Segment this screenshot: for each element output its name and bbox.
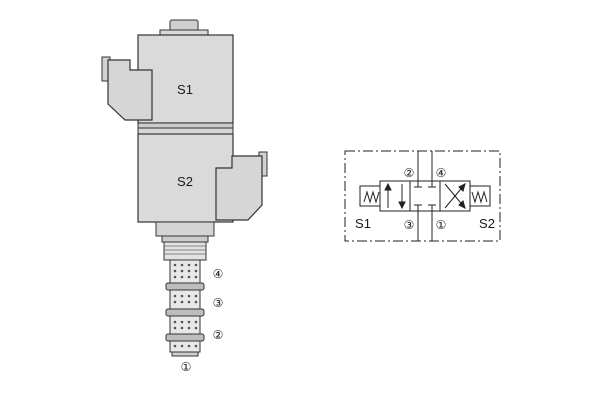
port-2-holes — [173, 320, 198, 330]
symbol-frame — [344, 150, 501, 242]
symbol-port-1-label: ① — [436, 218, 447, 232]
valve-illustration: S1 S2 — [101, 19, 268, 374]
spring-left — [363, 190, 380, 204]
seal-ring-1 — [165, 282, 205, 291]
coil-s1-label: S1 — [177, 82, 193, 97]
symbol-port-4-label: ④ — [436, 166, 447, 180]
port-1-holes — [173, 344, 198, 348]
coil-s1: S1 — [101, 34, 234, 124]
seal-ring-3 — [165, 333, 205, 342]
symbol-s2-label: S2 — [479, 216, 495, 231]
thread-section — [163, 241, 207, 261]
port-3-holes — [173, 294, 198, 304]
envelope-center — [409, 180, 441, 212]
symbol-s1-label: S1 — [355, 216, 371, 231]
symbol-port-2-label: ② — [404, 166, 415, 180]
separator-ring-2 — [137, 127, 234, 135]
cartridge-port-2-label: ② — [213, 328, 224, 342]
cartridge-port-4-label: ④ — [213, 267, 224, 281]
cartridge-port-3-label: ③ — [213, 296, 224, 310]
envelope-left — [379, 180, 411, 212]
thread-lines — [164, 245, 206, 255]
cartridge-body — [165, 259, 205, 357]
separator-ring-1 — [137, 122, 234, 129]
left-arrowhead-up — [384, 182, 392, 191]
symbol-port-3-label: ③ — [404, 218, 415, 232]
port-4-holes — [173, 263, 198, 279]
hex-collar — [161, 235, 209, 243]
spring-right — [471, 190, 488, 204]
left-arrowhead-down — [398, 201, 406, 210]
cartridge-port-1-label: ① — [181, 360, 192, 374]
solenoid-left — [359, 185, 381, 207]
coil-s2: S2 — [137, 133, 268, 223]
seal-ring-2 — [165, 308, 205, 317]
solenoid-right — [469, 185, 491, 207]
base-plate — [155, 221, 215, 237]
cartridge-tip — [171, 351, 199, 357]
coil-s2-label: S2 — [177, 174, 193, 189]
hydraulic-symbol — [344, 150, 501, 242]
